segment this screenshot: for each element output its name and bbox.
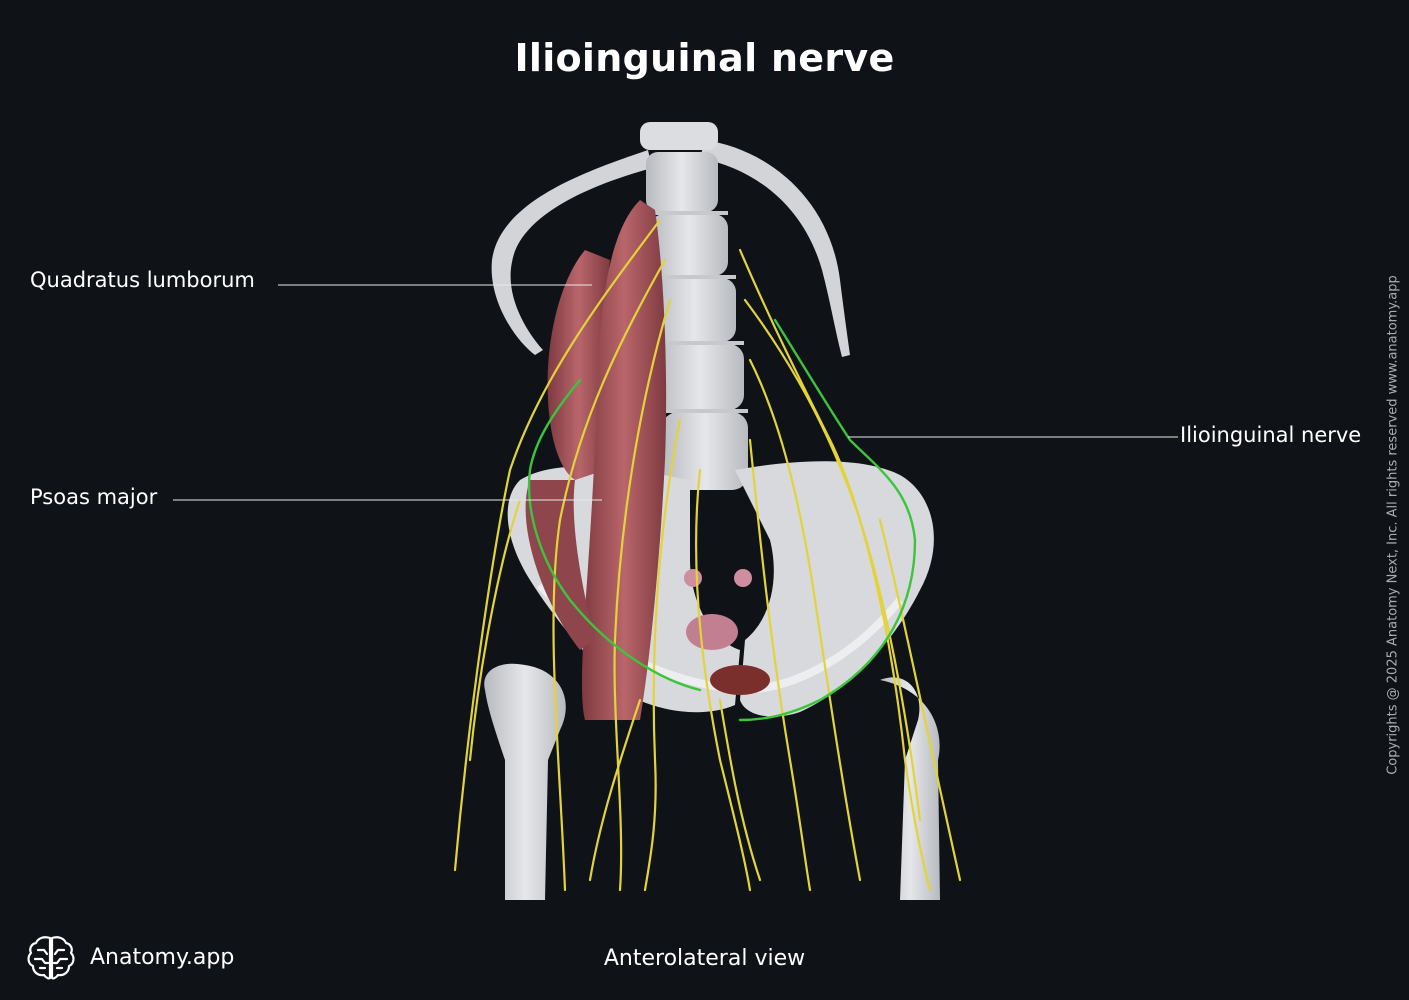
label-ilioinguinal-nerve: Ilioinguinal nerve bbox=[1180, 423, 1362, 447]
label-psoas-major: Psoas major bbox=[30, 485, 158, 509]
right-hip-bone bbox=[735, 461, 934, 717]
view-caption: Anterolateral view bbox=[603, 946, 806, 971]
bladder bbox=[710, 665, 770, 695]
right-ovary bbox=[734, 569, 752, 587]
psoas-major-muscle bbox=[581, 200, 667, 720]
copyright-notice: Copyrights @ 2025 Anatomy Next, Inc. All… bbox=[1385, 275, 1401, 775]
left-rib bbox=[491, 150, 652, 355]
left-femur bbox=[484, 663, 566, 900]
quadratus-lumborum-muscle bbox=[547, 250, 610, 480]
page-title: Ilioinguinal nerve bbox=[514, 36, 895, 80]
left-ovary bbox=[684, 569, 702, 587]
brand-name: Anatomy.app bbox=[90, 945, 235, 970]
right-rib bbox=[700, 140, 850, 357]
uterus bbox=[686, 614, 738, 650]
lumbar-spine bbox=[640, 122, 748, 490]
label-quadratus-lumborum: Quadratus lumborum bbox=[30, 268, 255, 292]
ilioinguinal-nerve bbox=[527, 318, 917, 722]
lumbar-plexus-nerves bbox=[453, 218, 962, 892]
brain-icon bbox=[27, 936, 75, 980]
